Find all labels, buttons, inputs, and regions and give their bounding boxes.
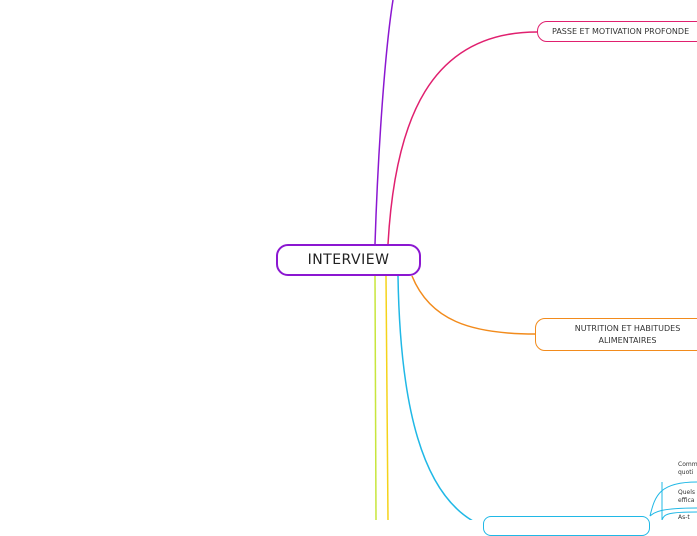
leaf-2-line2: effica [678,497,695,504]
connector-purple-top [374,0,394,245]
branch-node-passe[interactable]: PASSE ET MOTIVATION PROFONDE [537,21,697,42]
branch-passe-label: PASSE ET MOTIVATION PROFONDE [552,27,690,36]
connector-lime [374,275,377,520]
leaf-node-3[interactable]: As-t [678,514,690,522]
leaf-2-line1: Quels [678,489,696,496]
branch-nutrition-label: NUTRITION ET HABITUDES ALIMENTAIRES [574,323,681,345]
connector-cyan [397,275,473,520]
connector-passe [387,31,538,245]
mind-map-connectors [374,0,697,520]
leaf-node-1[interactable]: Comm quoti [678,461,697,477]
connector-nutrition [411,275,536,335]
leaf-node-2[interactable]: Quels effica [678,489,695,505]
leaf-1-line1: Comm [678,461,697,468]
connector-leaf-3 [661,511,697,520]
branch-node-cyan[interactable] [483,516,650,536]
branch-node-nutrition[interactable]: NUTRITION ET HABITUDES ALIMENTAIRES [535,318,697,351]
central-node-interview[interactable]: INTERVIEW [276,244,421,276]
leaf-1-line2: quoti [678,469,694,476]
leaf-3-line1: As-t [678,514,690,521]
central-node-label: INTERVIEW [307,252,390,268]
connector-yellow [385,275,389,520]
